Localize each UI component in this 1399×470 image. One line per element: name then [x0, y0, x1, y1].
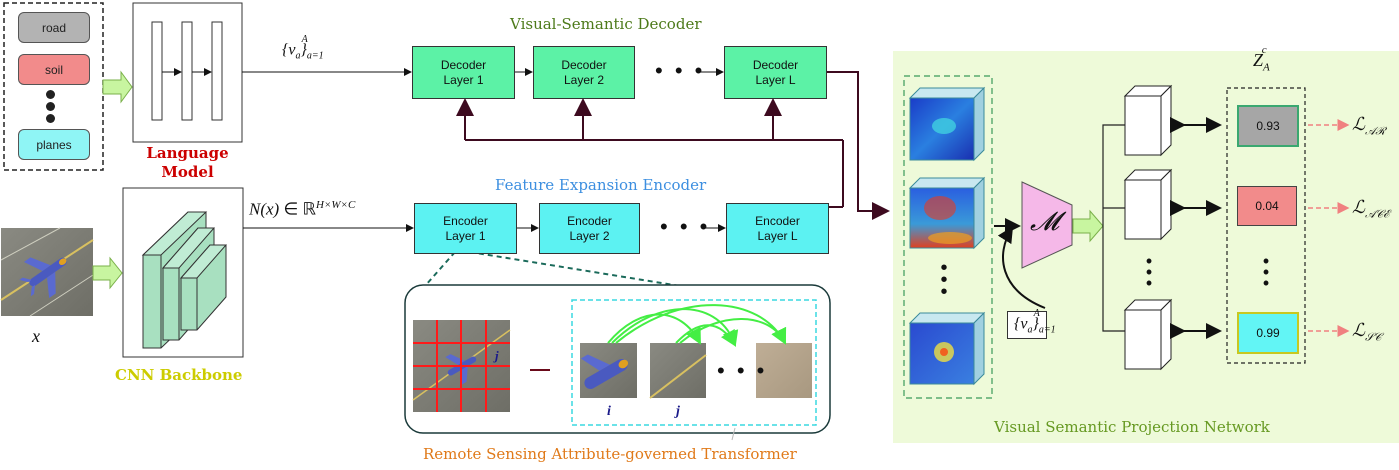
decoder-ellipsis: • • •	[655, 58, 706, 83]
z-label: ZAc	[1253, 44, 1270, 74]
encoder-layer-1: Encoder Layer 1	[414, 203, 517, 254]
loss-semantic-consistency-sub: 𝒮𝒞	[1364, 331, 1382, 344]
encoder-ellipsis: • • •	[660, 214, 711, 239]
encoder-layer-2-line1: Encoder	[567, 213, 612, 228]
encoder-layer-L-line2: Layer L	[757, 228, 798, 243]
ellipsis-dot	[46, 90, 55, 99]
loss-attribute-cross-entropy: ℒ𝒜𝒞ℰ	[1352, 197, 1390, 221]
input-label: x	[32, 326, 40, 346]
decoder-layer-2: Decoder Layer 2	[533, 46, 635, 99]
transformer-title: Remote Sensing Attribute-governed Transf…	[423, 445, 797, 463]
decoder-layer-L-line2: Layer L	[755, 72, 796, 87]
decoder-title: Visual-Semantic Decoder	[510, 15, 702, 33]
backbone-label: CNN Backbone	[115, 366, 243, 384]
decoder-layer-L-line1: Decoder	[752, 57, 799, 72]
heatmap-ellipsis: •••	[940, 257, 948, 303]
mapping-symbol: 𝓜	[1030, 207, 1060, 237]
encoder-layer-1-line1: Encoder	[443, 213, 488, 228]
attribute-score-planes: 0.99	[1237, 312, 1299, 354]
loss-attribute-cross-entropy-sub: 𝒜𝒞ℰ	[1364, 208, 1390, 221]
feature-map-label: N(x) ∈ ℝH×W×C	[249, 199, 356, 219]
score-ellipsis: •••	[1262, 251, 1270, 293]
ellipsis-dot	[46, 114, 55, 123]
attribute-chip-soil: soil	[18, 54, 90, 85]
cube-ellipsis: •••	[1145, 251, 1153, 293]
grid-patch-j-label: j	[495, 348, 499, 363]
patch-j-label: j	[676, 404, 680, 419]
attribute-score-road: 0.93	[1237, 105, 1299, 147]
encoder-layer-2: Encoder Layer 2	[539, 203, 640, 254]
decoder-layer-1: Decoder Layer 1	[412, 46, 515, 99]
attribute-embedding-label: {va}a=1A	[282, 34, 324, 62]
projection-title: Visual Semantic Projection Network	[994, 418, 1270, 436]
encoder-layer-L-line1: Encoder	[755, 213, 800, 228]
language-model-label-line2: Model	[161, 163, 214, 181]
ellipsis-dot	[46, 102, 55, 111]
decoder-layer-2-line1: Decoder	[561, 57, 607, 72]
encoder-layer-L: Encoder Layer L	[726, 203, 829, 254]
decoder-layer-1-line1: Decoder	[440, 57, 487, 72]
encoder-layer-1-line2: Layer 1	[445, 228, 486, 243]
projection-embedding-label: {va}a=1A	[1007, 308, 1056, 339]
attribute-score-soil: 0.04	[1237, 186, 1297, 226]
decoder-layer-2-line2: Layer 2	[563, 72, 605, 87]
loss-attribute-regression-sub: 𝒜ℛ	[1364, 125, 1386, 138]
encoder-layer-2-line2: Layer 2	[569, 228, 610, 243]
decoder-layer-L: Decoder Layer L	[724, 46, 827, 99]
attribute-chip-road: road	[18, 12, 90, 43]
decoder-layer-1-line2: Layer 1	[443, 72, 484, 87]
patch-i-label: i	[607, 404, 611, 419]
attribute-chip-planes: planes	[18, 129, 90, 160]
loss-attribute-regression: ℒ𝒜ℛ	[1352, 114, 1386, 138]
language-model-label-line1: Language	[146, 144, 229, 162]
language-model-label: Language Model	[133, 144, 242, 182]
loss-semantic-consistency: ℒ𝒮𝒞	[1352, 320, 1382, 344]
patch-ellipsis: • • •	[717, 358, 768, 383]
encoder-title: Feature Expansion Encoder	[495, 176, 707, 194]
